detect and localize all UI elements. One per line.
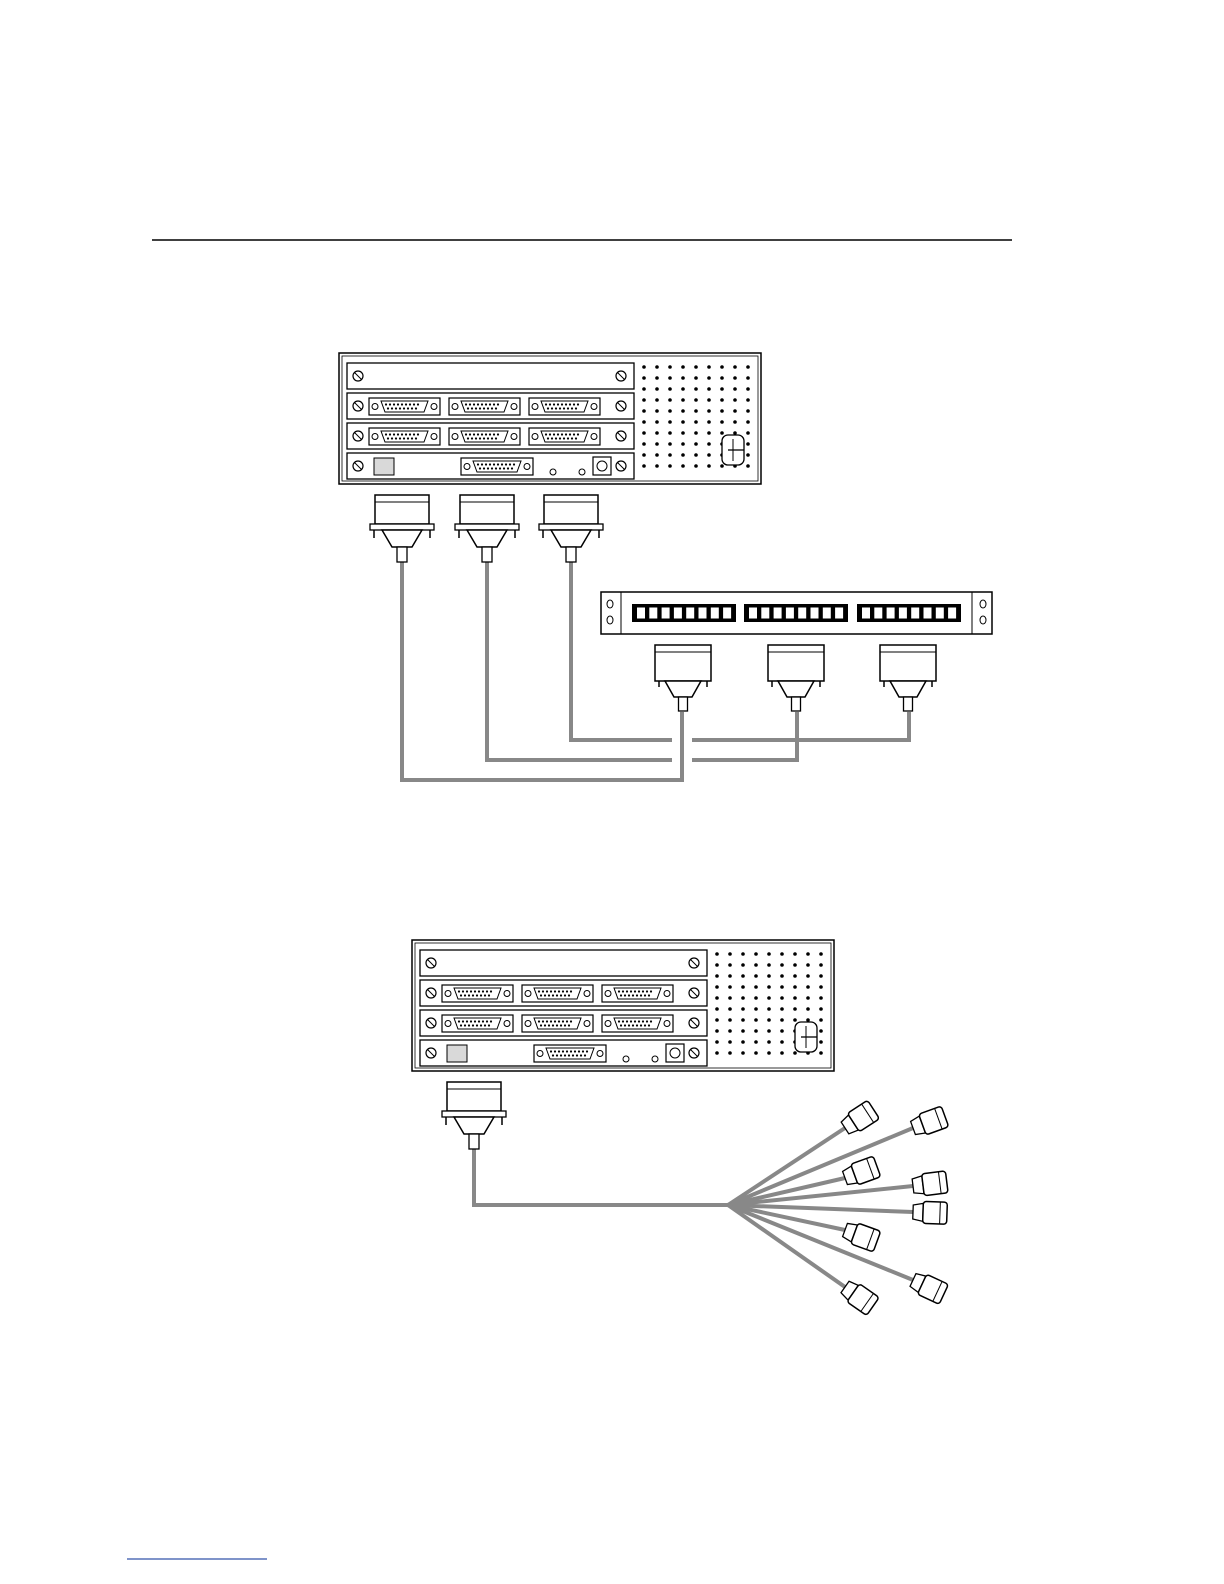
db-port-icon (522, 985, 593, 1002)
screw-icon (426, 1018, 436, 1028)
db-port-icon (442, 985, 513, 1002)
db-port-icon (369, 398, 440, 415)
rj-plug-icon (839, 1278, 879, 1316)
screw-icon (616, 431, 626, 441)
rj-plug-icon (908, 1270, 948, 1304)
patch-port (887, 608, 895, 619)
patch-port (811, 608, 819, 619)
screw-icon (689, 988, 699, 998)
patch-port (936, 608, 944, 619)
patch-port (798, 608, 806, 619)
patch-port (911, 608, 919, 619)
screw-icon (426, 988, 436, 998)
patch-port (723, 608, 731, 619)
screw-icon (353, 431, 363, 441)
db-connector-icon (768, 645, 824, 711)
patch-port (761, 608, 769, 619)
db-connector-icon (539, 495, 603, 562)
db-connector-icon (370, 495, 434, 562)
patch-port (899, 608, 907, 619)
screw-icon (689, 958, 699, 968)
cable (728, 1128, 913, 1205)
cable (692, 712, 909, 740)
db-port-icon (534, 1045, 606, 1062)
patch-port-group (744, 604, 848, 622)
patch-port (774, 608, 782, 619)
mount-hole (980, 616, 986, 624)
db-port-icon (449, 398, 520, 415)
patch-panel-icon (601, 592, 992, 634)
screw-icon (616, 461, 626, 471)
cable (692, 712, 797, 760)
patch-port (711, 608, 719, 619)
led-icon (623, 1056, 629, 1062)
patch-port-group (857, 604, 961, 622)
screw-icon (616, 371, 626, 381)
db-connector-icon (455, 495, 519, 562)
patch-port (749, 608, 757, 619)
rj-plug-icon (913, 1201, 948, 1224)
screw-icon (353, 371, 363, 381)
patch-port-group (632, 604, 736, 622)
patch-port (662, 608, 670, 619)
screw-icon (426, 1048, 436, 1058)
mount-hole (980, 600, 986, 608)
power-switch-icon (795, 1022, 817, 1052)
patch-port (649, 608, 657, 619)
db-port-icon (461, 458, 533, 475)
db-port-icon (369, 428, 440, 445)
patch-port (823, 608, 831, 619)
screw-icon (689, 1048, 699, 1058)
db-connector-icon (880, 645, 936, 711)
indicator-block (447, 1045, 467, 1062)
patch-port (862, 608, 870, 619)
patch-port (674, 608, 682, 619)
db-port-icon (602, 1015, 673, 1032)
card-slot (420, 950, 707, 976)
server-chassis-icon (412, 940, 834, 1071)
led-icon (652, 1056, 658, 1062)
screw-icon (353, 461, 363, 471)
power-switch-icon (722, 435, 744, 465)
led-icon (550, 469, 556, 475)
screw-icon (353, 401, 363, 411)
db-port-icon (522, 1015, 593, 1032)
rj-plug-icon (912, 1171, 948, 1197)
patch-port (835, 608, 843, 619)
patch-port (699, 608, 707, 619)
patch-port (637, 608, 645, 619)
rj-plug-icon (909, 1106, 948, 1138)
patch-port (786, 608, 794, 619)
screw-icon (616, 401, 626, 411)
led-icon (579, 469, 585, 475)
db-port-icon (529, 398, 600, 415)
server-chassis-icon (339, 353, 761, 484)
mount-hole (607, 616, 613, 624)
figure-fanout-cable-connection (412, 940, 949, 1316)
card-slot (347, 363, 634, 389)
db-port-icon (529, 428, 600, 445)
db-port-icon (449, 428, 520, 445)
db-connector-icon (655, 645, 711, 711)
db-port-icon (602, 985, 673, 1002)
patch-port (948, 608, 956, 619)
rj-plug-icon (841, 1220, 880, 1252)
patch-port (686, 608, 694, 619)
screw-icon (689, 1018, 699, 1028)
db-connector-icon (442, 1082, 506, 1149)
patch-port (874, 608, 882, 619)
db-port-icon (442, 1015, 513, 1032)
mount-hole (607, 600, 613, 608)
indicator-block (374, 458, 394, 475)
figure-patch-panel-connection (339, 353, 992, 780)
cable (474, 1148, 728, 1205)
rj-plug-icon (839, 1100, 879, 1137)
rj-plug-icon (841, 1156, 880, 1188)
screw-icon (426, 958, 436, 968)
patch-port (924, 608, 932, 619)
